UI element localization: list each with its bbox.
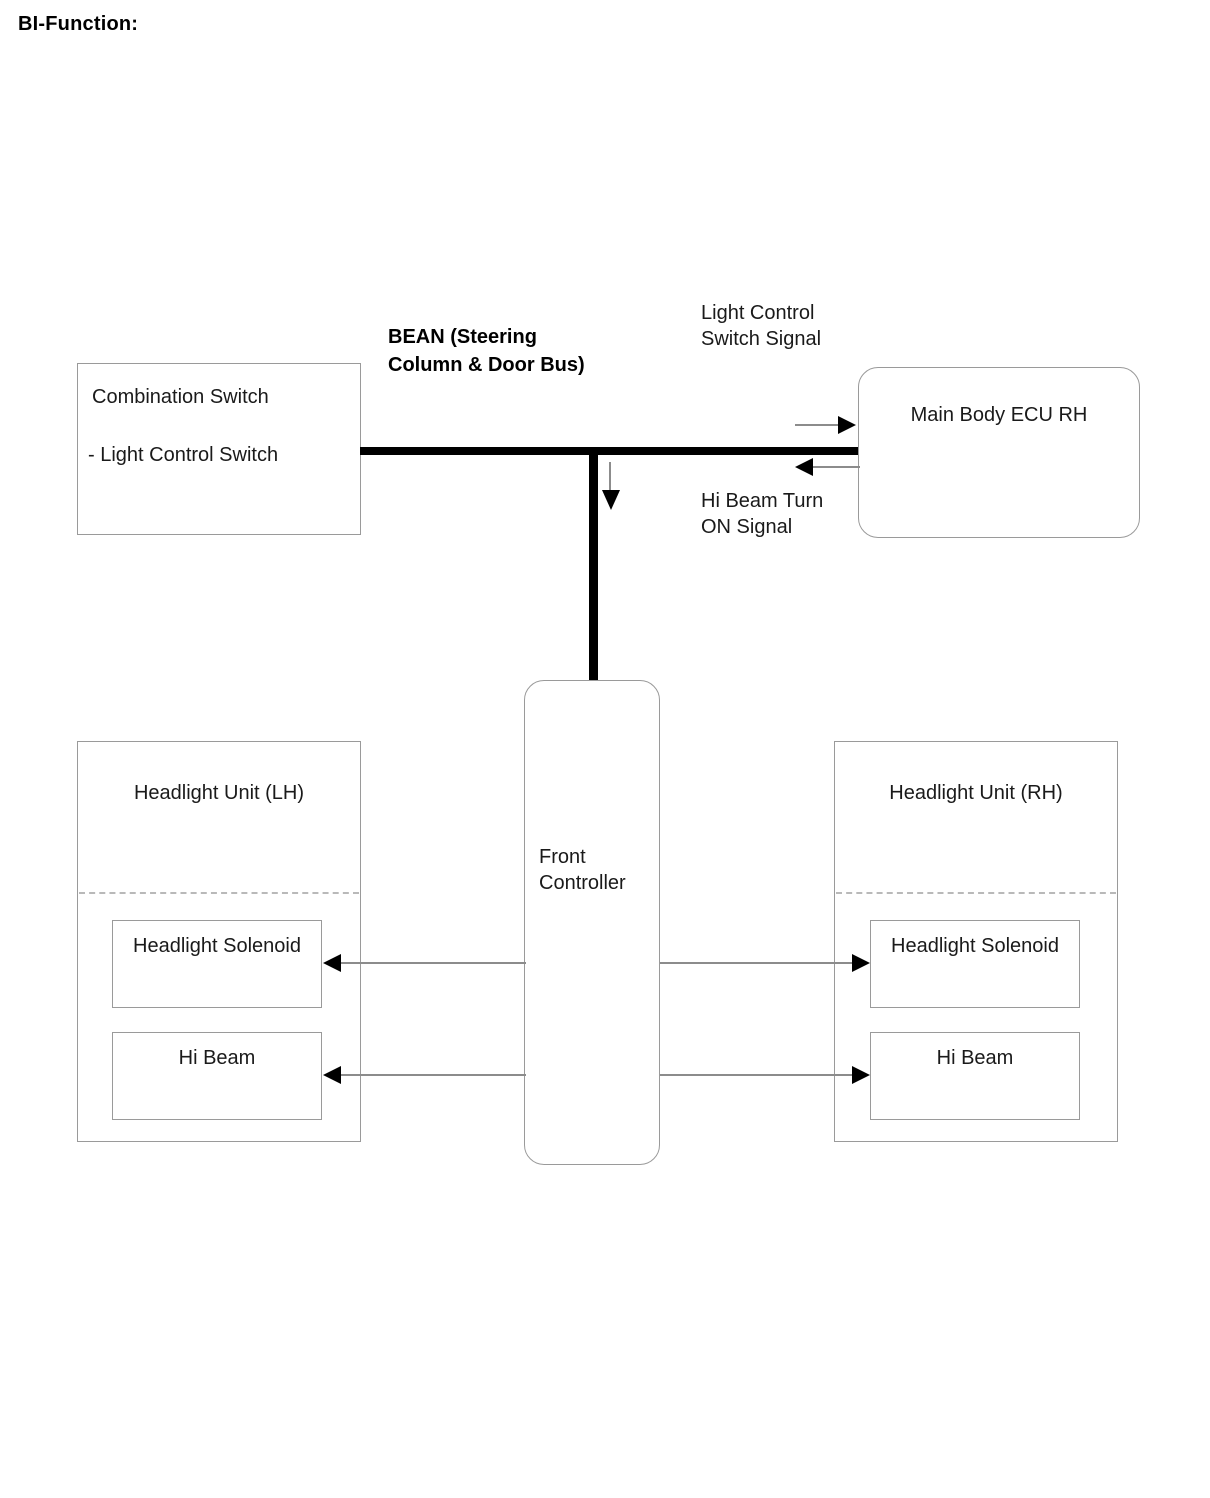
hi-beam-turn-on-signal-label: Hi Beam Turn ON Signal xyxy=(701,490,824,538)
headlight-unit-rh-divider xyxy=(836,892,1116,894)
headlight-unit-lh-title: Headlight Unit (LH) xyxy=(133,782,305,804)
combination-switch-subitem: - Light Control Switch xyxy=(88,444,279,466)
arrow-right-icon xyxy=(838,416,856,434)
connector-front-controller-to-solenoid-lh xyxy=(340,962,526,964)
connector-front-controller-to-hi-beam-lh xyxy=(340,1074,526,1076)
combination-switch-title: Combination Switch xyxy=(92,386,269,408)
headlight-solenoid-lh-label: Headlight Solenoid xyxy=(133,935,301,957)
page-title: BI-Function: xyxy=(18,13,139,35)
arrow-right-icon xyxy=(852,954,870,972)
bean-bus-vertical-line xyxy=(589,447,598,683)
hi-beam-lh-label: Hi Beam xyxy=(178,1047,256,1069)
hi-beam-rh-box xyxy=(870,1032,1080,1120)
connector-front-controller-to-hi-beam-rh xyxy=(660,1074,854,1076)
headlight-solenoid-rh-box xyxy=(870,920,1080,1008)
arrow-left-icon xyxy=(323,954,341,972)
headlight-solenoid-rh-label: Headlight Solenoid xyxy=(891,935,1059,957)
front-controller-label: Front Controller xyxy=(539,846,626,894)
light-control-switch-signal-label: Light Control Switch Signal xyxy=(701,302,822,350)
light-control-switch-signal-line xyxy=(795,424,843,426)
headlight-solenoid-lh-box xyxy=(112,920,322,1008)
combination-switch-box xyxy=(77,363,361,535)
front-controller-box xyxy=(524,680,660,1165)
headlight-unit-rh-title: Headlight Unit (RH) xyxy=(889,782,1063,804)
headlight-unit-lh-divider xyxy=(79,892,359,894)
main-body-ecu-box xyxy=(858,367,1140,538)
hi-beam-lh-box xyxy=(112,1032,322,1120)
arrow-right-icon xyxy=(852,1066,870,1084)
arrow-down-icon xyxy=(602,490,620,510)
hi-beam-turn-on-signal-line xyxy=(812,466,860,468)
hi-beam-rh-label: Hi Beam xyxy=(936,1047,1014,1069)
arrow-left-icon xyxy=(323,1066,341,1084)
front-controller-feed-line xyxy=(609,462,611,494)
arrow-left-icon xyxy=(795,458,813,476)
main-body-ecu-label: Main Body ECU RH xyxy=(910,404,1088,426)
bean-bus-label: BEAN (Steering Column & Door Bus) xyxy=(388,326,585,376)
bean-bus-horizontal-line xyxy=(360,447,860,455)
connector-front-controller-to-solenoid-rh xyxy=(660,962,854,964)
